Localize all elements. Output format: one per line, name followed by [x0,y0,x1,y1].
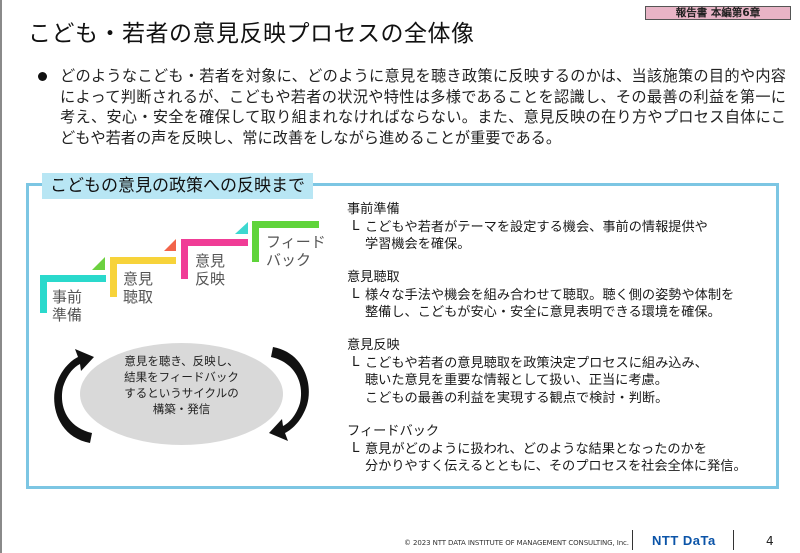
footer-divider [632,530,633,550]
step-triangle-icon [92,257,105,270]
step-bar-top [110,257,176,264]
step-bar-side [110,257,117,297]
desc-heading: 意見聴取 [347,270,400,285]
desc-heading: フィードバック [347,424,440,439]
step-label: フィード バック [266,233,326,269]
desc-body: L こどもや若者の意見聴取を政策決定プロセスに組み込み、 聴いた意見を重要な情報… [352,354,708,406]
footer-divider [733,530,734,550]
step-label: 事前 準備 [52,288,83,324]
desc-heading: 事前準備 [347,202,400,217]
step-triangle-icon [235,222,248,234]
desc-body: L こどもや若者がテーマを設定する機会、事前の情報提供や 学習機会を確保。 [352,218,708,253]
copyright: © 2023 NTT DATA INSTITUTE OF MANAGEMENT … [404,539,629,547]
step-label: 意見 聴取 [123,270,154,306]
bullet-dot-icon [38,72,47,81]
page-left-edge [0,0,2,553]
step-label: 意見 反映 [195,252,226,288]
desc-body: L 意見がどのように扱われ、どのような結果となったのかを 分かりやすく伝えるとと… [352,440,747,475]
desc-hearing: 意見聴取 L 様々な手法や機会を組み合わせて聴取。聴く側の姿勢や体制を 整備し、… [347,269,777,322]
sub-item-mark-icon: L [352,440,360,456]
cycle-arrow-right-icon [269,347,309,441]
step-bar-side [40,275,47,313]
step-bar-top [40,275,106,282]
chapter-badge: 報告書 本編第6章 [645,6,791,20]
desc-heading: 意見反映 [347,338,400,353]
desc-body: L 様々な手法や機会を組み合わせて聴取。聴く側の姿勢や体制を 整備し、こどもが安… [352,286,735,321]
step-bar-top [181,239,248,246]
flow-panel [26,183,779,489]
cycle-text: 意見を聴き、反映し、 結果をフィードバック するというサイクルの 構築・発信 [124,354,239,416]
cycle-arrow-left-icon [54,349,94,443]
desc-reflection: 意見反映 L こどもや若者の意見聴取を政策決定プロセスに組み込み、 聴いた意見を… [347,337,777,407]
sub-item-mark-icon: L [352,218,360,234]
intro-bullet: どのようなこども・若者を対象に、どのように意見を聴き政策に反映するのかは、当該施… [38,66,786,148]
flow-panel-title: こどもの意見の政策への反映まで [42,173,313,199]
step-bar-side [252,221,259,262]
cycle-ellipse [80,343,283,445]
desc-feedback: フィードバック L 意見がどのように扱われ、どのような結果となったのかを 分かり… [347,423,777,476]
page-title: こども・若者の意見反映プロセスの全体像 [28,21,475,47]
sub-item-mark-icon: L [352,354,360,370]
desc-preparation: 事前準備 L こどもや若者がテーマを設定する機会、事前の情報提供や 学習機会を確… [347,201,777,254]
intro-text: どのようなこども・若者を対象に、どのように意見を聴き政策に反映するのかは、当該施… [60,67,786,147]
page-number: 4 [766,534,774,548]
ntt-data-logo: NTT DaTa [652,533,716,548]
step-bar-top [252,221,319,228]
step-triangle-icon [164,239,176,251]
step-bar-side [181,239,188,279]
sub-item-mark-icon: L [352,286,360,302]
